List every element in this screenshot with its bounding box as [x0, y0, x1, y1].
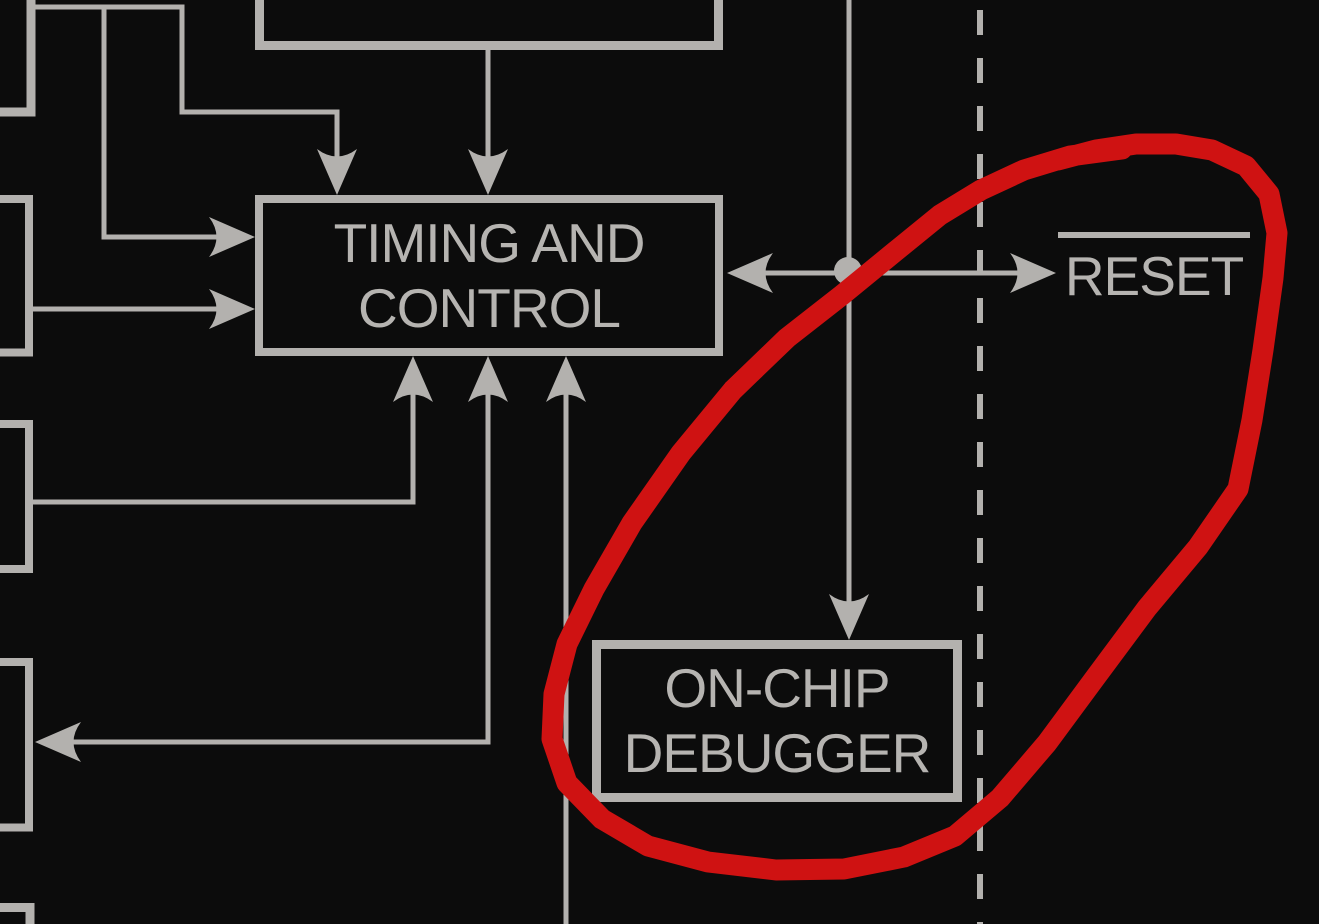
reset-pin-label: RESET	[1058, 232, 1250, 306]
signal-line	[33, 394, 416, 505]
left-block-outline-3	[0, 658, 33, 832]
on-chip-debugger-label-line1: ON-CHIP	[664, 657, 890, 719]
timing-control-block-outline	[255, 195, 723, 356]
signal-line	[35, 4, 340, 160]
timing-control-label-line2: CONTROL	[358, 276, 621, 339]
signal-line	[101, 7, 219, 240]
left-block-outline-2	[0, 420, 33, 573]
timing-control-block-label: TIMING AND CONTROL	[263, 203, 715, 348]
annotation-circle	[541, 133, 1288, 881]
left-block-outline-1	[0, 195, 33, 357]
signal-line	[72, 394, 491, 745]
on-chip-debugger-label-line2: DEBUGGER	[623, 722, 932, 784]
timing-control-label-line1: TIMING AND	[333, 211, 646, 274]
reset-pin-label-text: RESET	[1064, 245, 1244, 307]
top-left-corner-line	[0, 0, 36, 117]
top-block-outline-partial	[255, 0, 723, 50]
on-chip-debugger-block-outline	[592, 640, 962, 802]
block-outlines	[0, 0, 962, 924]
bottom-left-block-outline	[0, 903, 35, 924]
on-chip-debugger-block-label: ON-CHIP DEBUGGER	[601, 649, 953, 793]
